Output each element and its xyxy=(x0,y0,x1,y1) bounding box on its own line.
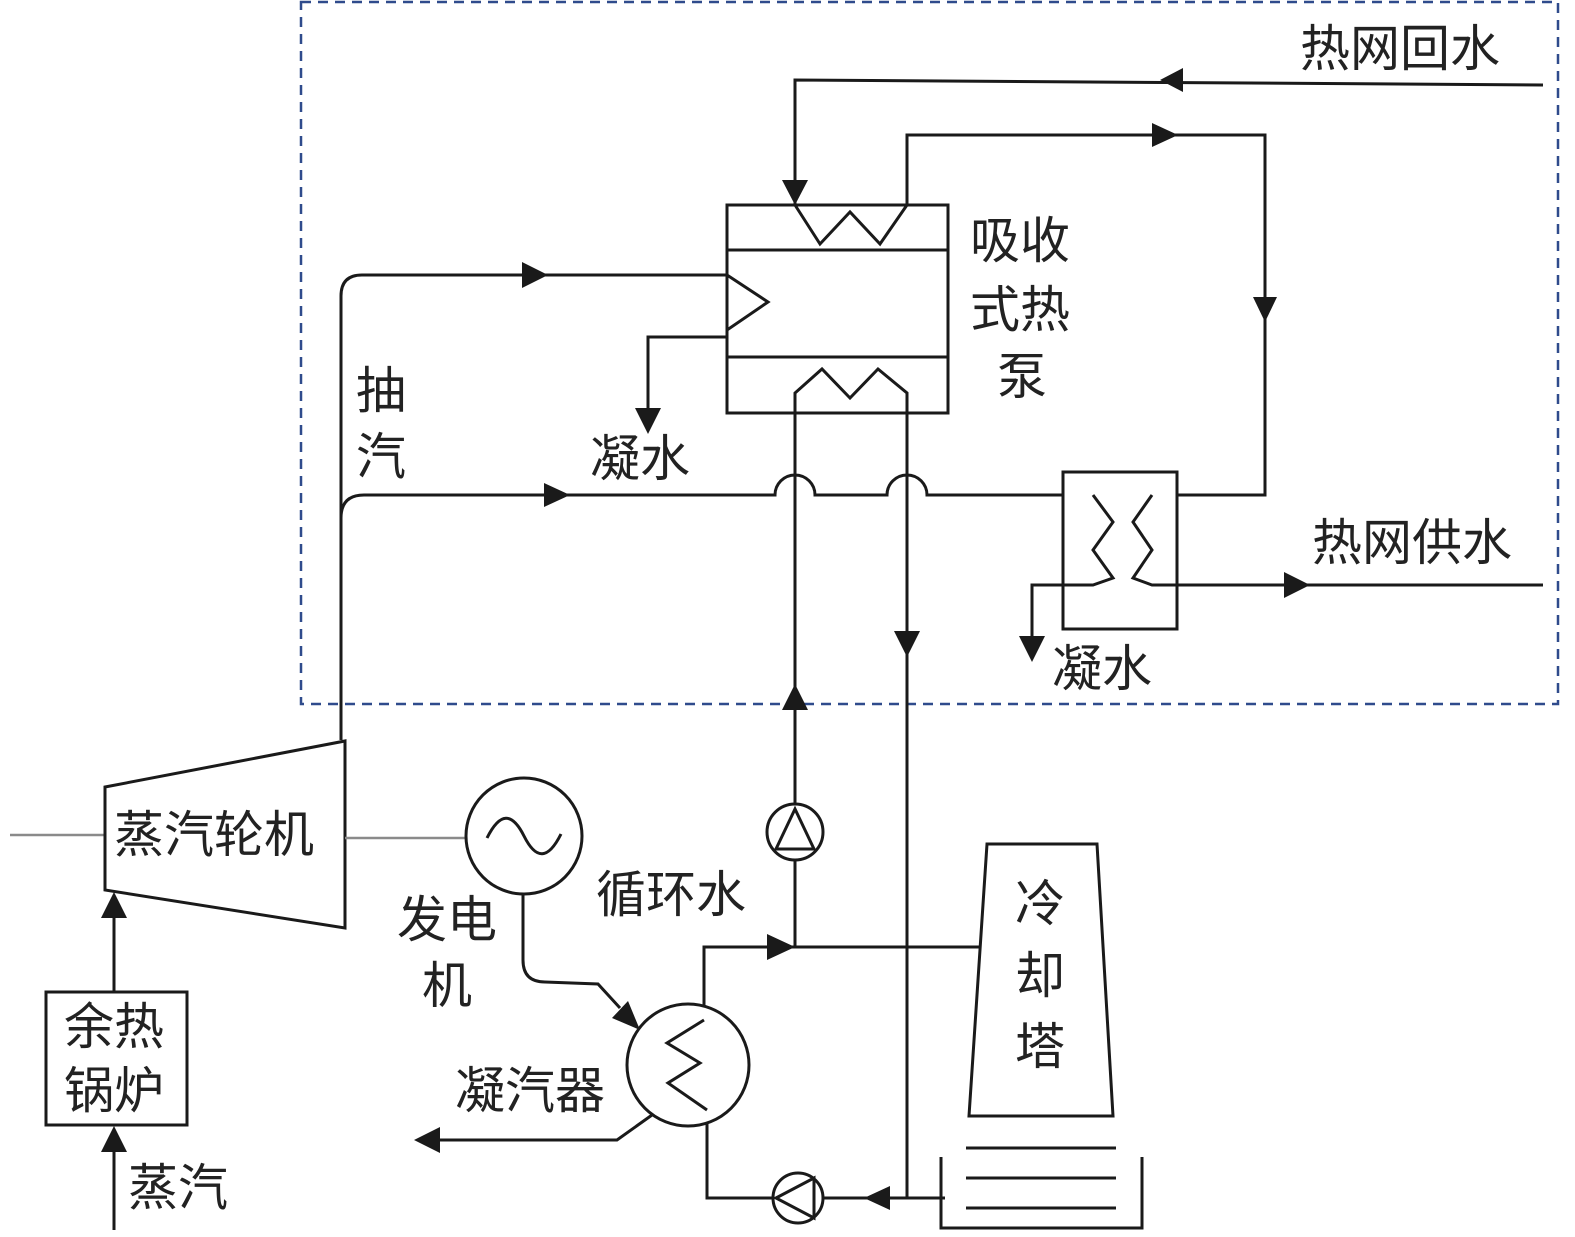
supply-water-label: 热网供水 xyxy=(1312,514,1512,572)
pump-triangle-up-icon xyxy=(773,805,817,851)
condenser xyxy=(414,1002,751,1153)
heat-pump-label-line1: 吸收 xyxy=(970,212,1070,270)
cooling-tower xyxy=(939,842,1144,1230)
circulating-pump xyxy=(765,802,825,862)
zigzag-coil-icon xyxy=(664,1018,708,1112)
circulating-water-lines xyxy=(702,413,980,1210)
flow-arrow-right xyxy=(1284,572,1310,598)
generator xyxy=(464,776,584,896)
flow-arrow-down xyxy=(1019,636,1045,662)
extraction-label-line2: 汽 xyxy=(356,428,406,486)
return-water-line xyxy=(782,68,1544,205)
cooling-tower-label-line2: 却 xyxy=(1015,947,1065,1005)
cooling-tower-label-line1: 冷 xyxy=(1015,875,1065,933)
flow-arrow-diagonal xyxy=(612,1001,640,1030)
zigzag-coil-icon xyxy=(793,204,909,247)
flow-arrow-up xyxy=(101,1126,127,1152)
heat-pump-label-line2: 式热 xyxy=(970,281,1070,339)
heat-pump-label-line3: 泵 xyxy=(997,348,1047,406)
flow-arrow-right xyxy=(1152,123,1178,147)
flow-arrow-right xyxy=(522,262,548,288)
flow-arrow-right xyxy=(767,934,795,960)
flow-arrow-down xyxy=(782,180,808,205)
flow-arrow-up xyxy=(782,684,808,710)
boiler-label-line2: 锅炉 xyxy=(64,1062,164,1120)
pump-triangle-left-icon xyxy=(772,1175,816,1221)
flow-arrow-down xyxy=(635,408,661,434)
zigzag-coil-icon xyxy=(1030,494,1116,636)
ac-sine-icon xyxy=(485,816,563,856)
flow-arrow-down xyxy=(1253,297,1277,322)
flow-arrow-left xyxy=(414,1127,440,1153)
zigzag-coil-icon xyxy=(646,273,771,408)
extraction-label-line1: 抽 xyxy=(356,362,406,420)
steam-turbine xyxy=(10,739,466,930)
flow-arrow-down xyxy=(894,631,920,657)
extraction-steam-lines xyxy=(339,262,1093,740)
waste-heat-boiler xyxy=(44,892,189,1230)
absorption-heat-pump xyxy=(635,203,950,434)
generator-label-line2: 机 xyxy=(422,957,472,1015)
turbine-label: 蒸汽轮机 xyxy=(114,806,314,864)
circulating-water-label: 循环水 xyxy=(596,866,746,924)
zigzag-coil-icon xyxy=(1130,494,1543,587)
condenser-label: 凝汽器 xyxy=(455,1062,605,1120)
condensate-label-exchanger: 凝水 xyxy=(1052,640,1152,698)
flow-arrow-right xyxy=(544,483,570,507)
return-pump xyxy=(771,1171,825,1225)
heatpump-outlet-line xyxy=(905,123,1277,497)
boiler-label-line1: 余热 xyxy=(64,998,164,1056)
flow-arrow-left xyxy=(864,1186,890,1210)
return-water-label: 热网回水 xyxy=(1300,20,1500,78)
cooling-tower-label-line3: 塔 xyxy=(1015,1018,1065,1076)
flow-arrow-up xyxy=(101,892,127,918)
generator-label-line1: 发电 xyxy=(397,891,497,949)
steam-in-label: 蒸汽 xyxy=(128,1159,228,1217)
steam-water-heat-exchanger xyxy=(1019,470,1543,662)
condensate-label-heatpump: 凝水 xyxy=(590,430,690,488)
flow-arrow-left xyxy=(1160,68,1183,92)
heatpump-subsystem-boundary xyxy=(299,0,1560,706)
generator-to-condenser-line xyxy=(521,894,640,1030)
zigzag-coil-icon xyxy=(793,366,909,413)
